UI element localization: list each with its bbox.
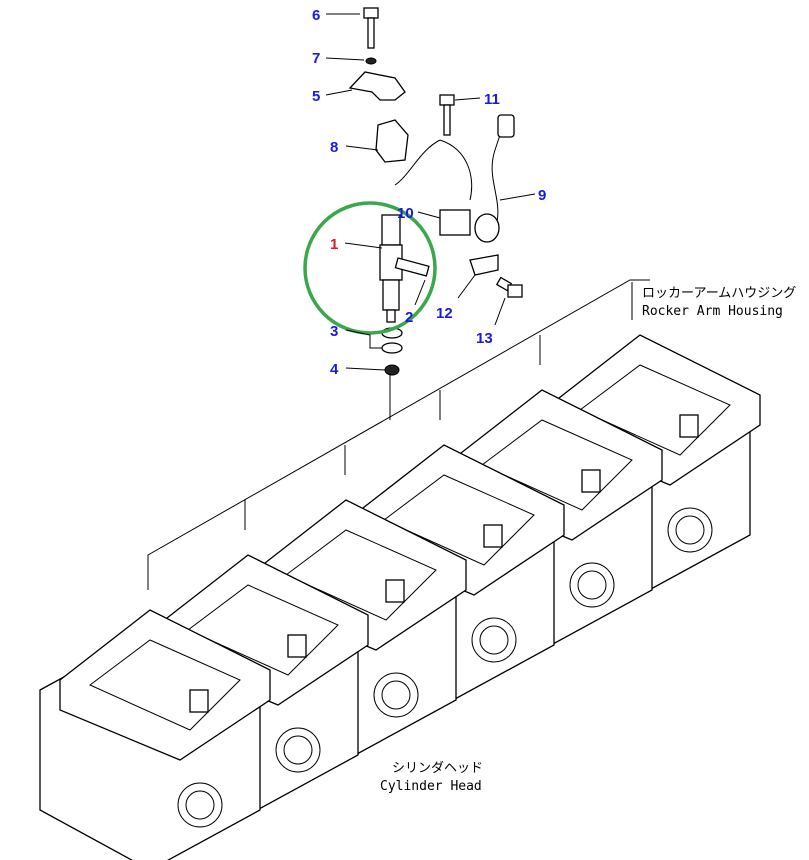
callout-3[interactable]: 3	[330, 323, 338, 340]
highlight-circle	[303, 201, 437, 335]
o-ring-3b	[381, 342, 403, 354]
cylinder-head-unit	[39, 609, 271, 860]
bolt-11	[439, 94, 455, 136]
rocker-housing-label-en: Rocker Arm Housing	[642, 304, 783, 319]
bolt-13	[495, 276, 523, 298]
callout-10[interactable]: 10	[397, 205, 414, 222]
clamp-8	[375, 119, 409, 163]
connector-9	[497, 114, 515, 138]
callout-12[interactable]: 12	[436, 305, 453, 322]
callout-1[interactable]: 1	[330, 236, 338, 253]
connector-10	[439, 209, 471, 236]
assembly-leader-lines	[147, 279, 650, 590]
callout-leaders	[325, 13, 536, 371]
injector-1	[379, 214, 430, 323]
bolt-6	[363, 7, 379, 49]
coil-9	[474, 213, 500, 243]
cylinder-heads	[39, 334, 761, 860]
cylinder-head-label-en: Cylinder Head	[380, 779, 482, 794]
washer-7	[365, 57, 377, 65]
callout-13[interactable]: 13	[476, 330, 493, 347]
callout-5[interactable]: 5	[312, 88, 320, 105]
cylinder-head-label-jp: シリンダヘッド	[392, 761, 483, 776]
callout-6[interactable]: 6	[312, 7, 320, 24]
rocker-bracket-5	[348, 71, 406, 101]
gasket-4	[384, 364, 400, 376]
rocker-housing-label-jp: ロッカーアームハウジング	[642, 286, 796, 301]
callout-4[interactable]: 4	[330, 361, 339, 378]
callout-8[interactable]: 8	[330, 139, 338, 156]
bracket-12	[469, 254, 499, 276]
callout-2[interactable]: 2	[405, 309, 413, 326]
callout-9[interactable]: 9	[538, 187, 546, 204]
callout-7[interactable]: 7	[312, 50, 320, 67]
callout-11[interactable]: 11	[484, 91, 500, 108]
